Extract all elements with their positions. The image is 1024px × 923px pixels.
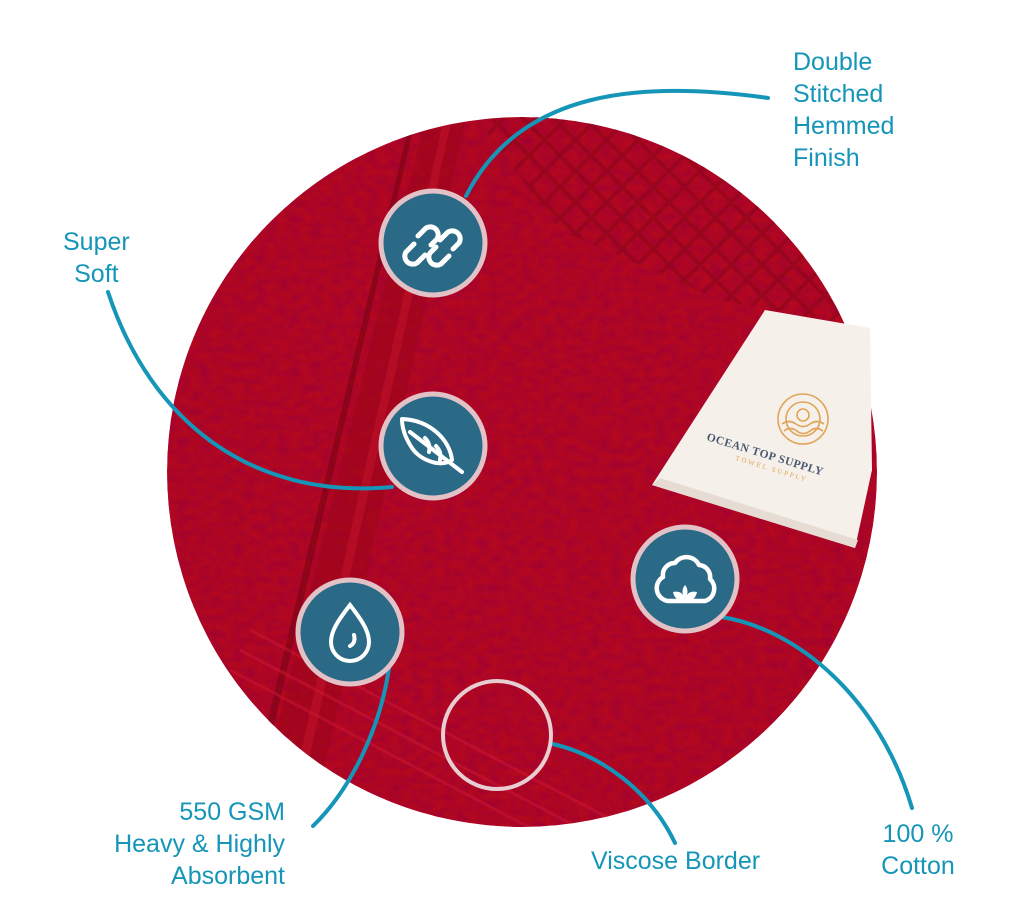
label-line: Viscose Border [591, 847, 761, 875]
care-label-tag: OCEAN TOP SUPPLY TOWEL SUPPLY [652, 310, 872, 548]
cotton-boll-icon [654, 554, 717, 604]
label-line: 550 GSM [179, 798, 285, 826]
label-gsm: 550 GSM Heavy & Highly Absorbent [114, 796, 285, 892]
label-line: Hemmed [793, 112, 895, 140]
label-line: Absorbent [171, 862, 285, 890]
connector-cotton [720, 615, 914, 810]
chain-link-icon [402, 224, 463, 268]
badge-super-soft [378, 391, 488, 501]
label-line: Heavy & Highly [114, 830, 285, 858]
connector-viscose-border [551, 742, 677, 845]
badge-double-stitched [378, 188, 488, 298]
label-double-stitched: Double Stitched Hemmed Finish [793, 46, 894, 174]
viscose-border-highlight-ring [441, 679, 553, 791]
label-line: Double [793, 48, 873, 76]
feather-icon [400, 417, 464, 474]
label-cotton: 100 % Cotton [868, 818, 968, 882]
connector-super-soft [106, 290, 394, 491]
connector-double-stitched [464, 88, 770, 198]
badge-cotton [630, 524, 740, 634]
label-line: Soft [74, 260, 119, 288]
label-line: Cotton [881, 852, 955, 880]
connector-gsm [311, 666, 391, 828]
label-viscose-border: Viscose Border [591, 845, 760, 877]
label-super-soft: Super Soft [63, 226, 130, 290]
water-drop-icon [328, 601, 372, 663]
badge-gsm [295, 577, 405, 687]
label-line: Stitched [793, 80, 884, 108]
sun-over-waves-logo [777, 393, 829, 445]
label-line: Finish [793, 144, 860, 172]
label-line: 100 % [882, 820, 954, 848]
label-line: Super [63, 228, 130, 256]
